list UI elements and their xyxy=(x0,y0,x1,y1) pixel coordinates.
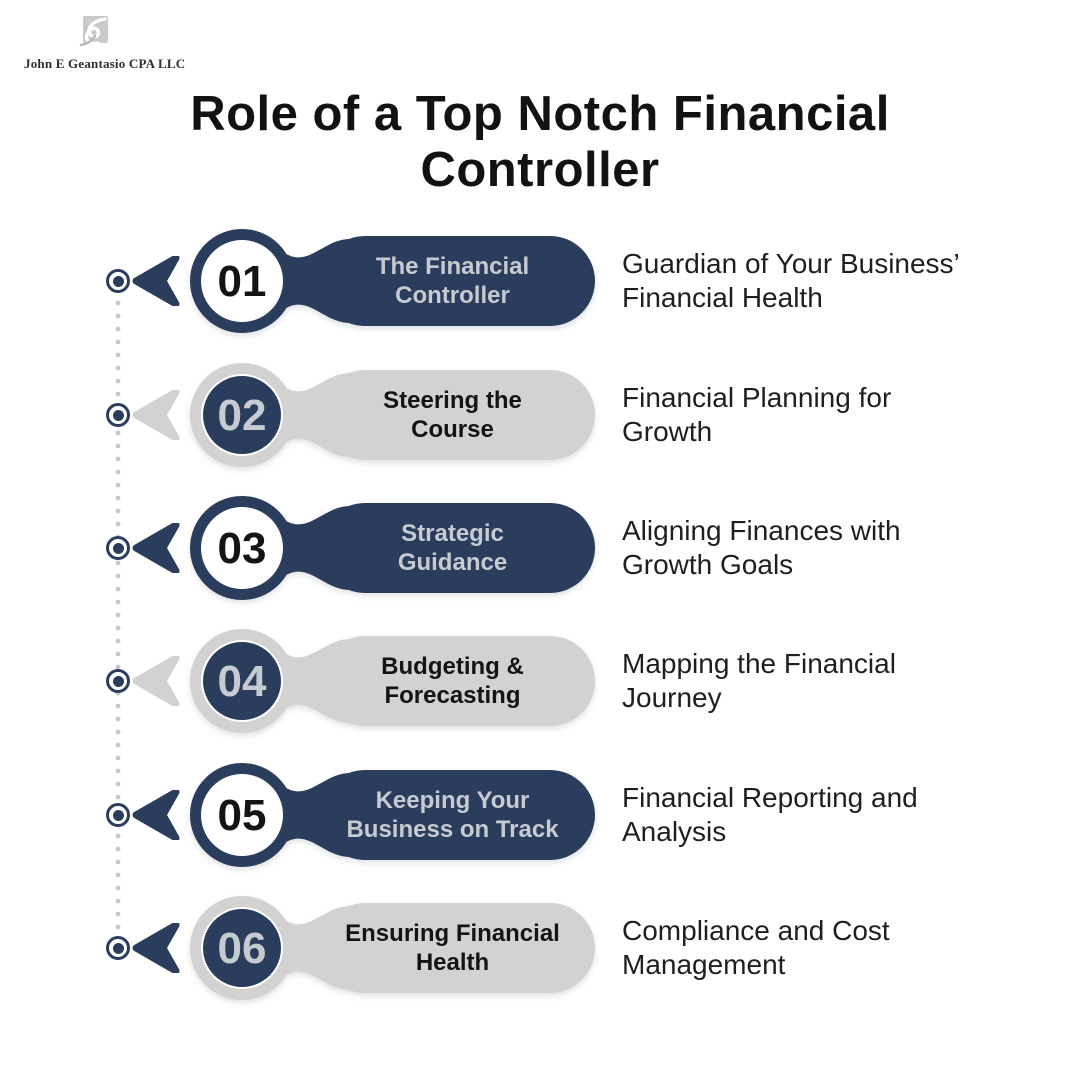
brand-logo: John E Geantasio CPA LLC xyxy=(24,14,186,72)
arrow-left-icon xyxy=(132,390,180,440)
step-number: 02 xyxy=(218,391,267,440)
step-description: Financial Planning for Growth xyxy=(622,382,892,447)
step-description: Aligning Finances with Growth Goals xyxy=(622,515,901,580)
step-label: Strategic Guidance xyxy=(397,520,508,576)
step-badge: 05 xyxy=(190,763,595,867)
step-description: Compliance and Cost Management xyxy=(622,915,890,980)
step-badge: 02 xyxy=(190,363,595,467)
timeline-dotted-line xyxy=(115,284,121,944)
step-badge: 04 xyxy=(190,629,595,733)
arrow-left-icon xyxy=(132,923,180,973)
timeline-dot xyxy=(106,269,130,293)
arrow-left-icon xyxy=(132,523,180,573)
timeline-dot xyxy=(106,403,130,427)
arrow-left-icon xyxy=(132,256,180,306)
page-title: Role of a Top Notch Financial Controller xyxy=(190,87,890,197)
brand-logo-icon xyxy=(79,16,108,47)
timeline-dot xyxy=(106,669,130,693)
step-number: 05 xyxy=(218,791,267,840)
step-badge: 06 xyxy=(190,896,595,1000)
step-badge: 01 xyxy=(190,229,595,333)
brand-name: John E Geantasio CPA LLC xyxy=(24,56,186,71)
step-description: Financial Reporting and Analysis xyxy=(622,782,918,847)
timeline-dot xyxy=(106,803,130,827)
step-label: The Financial Controller xyxy=(375,253,530,309)
step-badge: 03 xyxy=(190,496,595,600)
arrow-left-icon xyxy=(132,656,180,706)
timeline-item-4: 04 Budgeting & Forecasting Mapping the F… xyxy=(0,614,1080,748)
step-number: 04 xyxy=(218,657,267,706)
step-label: Keeping Your Business on Track xyxy=(346,787,559,843)
step-label: Budgeting & Forecasting xyxy=(381,653,524,709)
step-number: 01 xyxy=(218,257,267,306)
step-label: Steering the Course xyxy=(383,387,522,443)
timeline-item-3: 03 Strategic Guidance Aligning Finances … xyxy=(0,481,1080,615)
arrow-left-icon xyxy=(132,790,180,840)
timeline-item-5: 05 Keeping Your Business on Track Financ… xyxy=(0,748,1080,882)
timeline-item-2: 02 Steering the Course Financial Plannin… xyxy=(0,348,1080,482)
timeline-item-6: 06 Ensuring Financial Health Compliance … xyxy=(0,881,1080,1015)
step-description: Guardian of Your Business’ Financial Hea… xyxy=(622,248,960,313)
timeline-dot xyxy=(106,936,130,960)
timeline-item-1: 01 The Financial Controller Guardian of … xyxy=(0,214,1080,348)
step-description: Mapping the Financial Journey xyxy=(622,648,896,713)
step-number: 03 xyxy=(218,524,267,573)
timeline-dot xyxy=(106,536,130,560)
step-number: 06 xyxy=(218,924,267,973)
step-label: Ensuring Financial Health xyxy=(345,920,560,976)
